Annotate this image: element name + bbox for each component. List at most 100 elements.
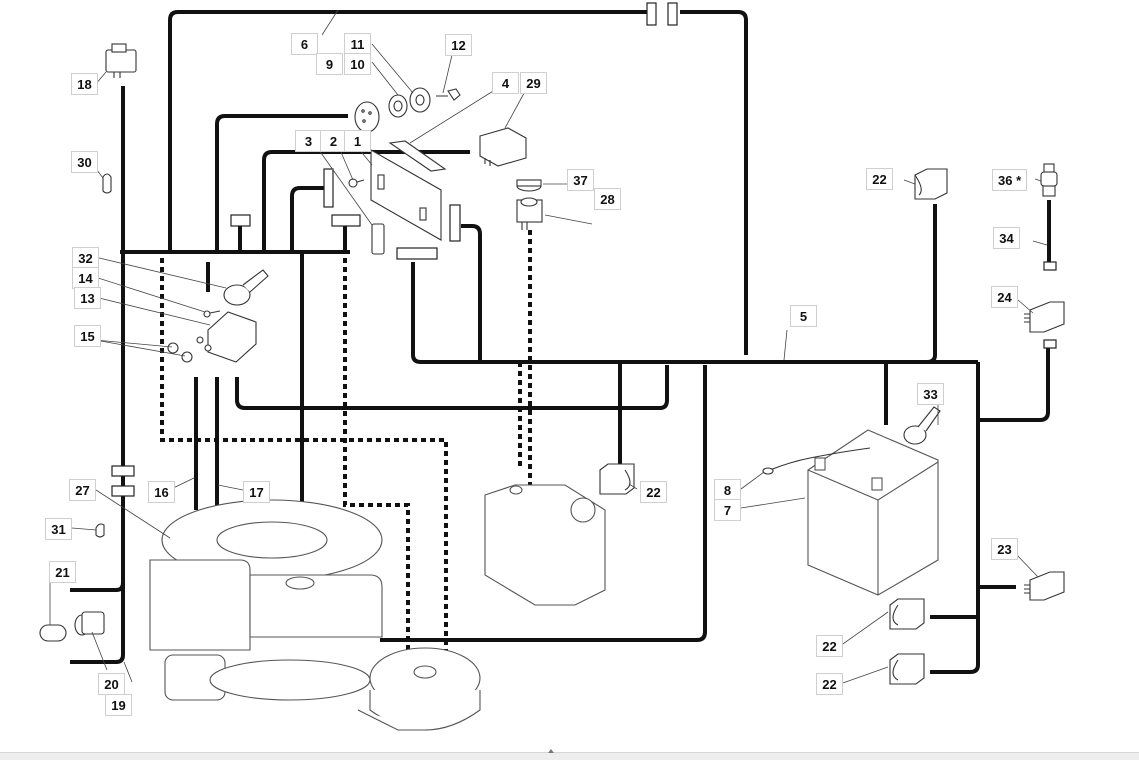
callout-9: 9 bbox=[316, 53, 343, 75]
connector-left-a bbox=[111, 465, 135, 477]
callout-31: 31 bbox=[45, 518, 72, 540]
clip-30 bbox=[102, 173, 112, 194]
wire-dash-mid bbox=[343, 258, 410, 660]
fuel-tank bbox=[484, 484, 606, 606]
callout-14: 14 bbox=[72, 267, 99, 289]
battery-7 bbox=[807, 429, 939, 596]
rocker-switch-18 bbox=[105, 43, 137, 78]
connector-24 bbox=[1043, 339, 1057, 349]
relay-23 bbox=[1024, 571, 1065, 601]
bulb-21 bbox=[39, 624, 67, 642]
wire-clutch-loop bbox=[380, 365, 707, 642]
micro-switch-22c bbox=[889, 598, 925, 630]
callout-36: 36 * bbox=[992, 169, 1028, 191]
electric-clutch bbox=[357, 647, 481, 731]
bottom-scroll-bar[interactable] bbox=[0, 749, 1139, 760]
key-12 bbox=[436, 88, 461, 101]
connector-34 bbox=[1043, 261, 1057, 271]
callout-12: 12 bbox=[445, 34, 472, 56]
caret-up-icon[interactable] bbox=[548, 749, 554, 753]
callout-5: 5 bbox=[790, 305, 817, 327]
callout-22-top: 22 bbox=[866, 168, 893, 190]
micro-switch-22a bbox=[914, 168, 948, 200]
relay-24 bbox=[1024, 301, 1065, 333]
terminal-cap-33 bbox=[903, 406, 941, 445]
terminal-cap-32 bbox=[223, 269, 269, 306]
micro-switch-22d bbox=[889, 653, 925, 685]
callout-15: 15 bbox=[74, 325, 101, 347]
clip-31 bbox=[95, 523, 105, 538]
connector-d bbox=[230, 214, 251, 227]
nut-10 bbox=[388, 94, 408, 118]
wire-board-right bbox=[461, 224, 482, 362]
connector-board bbox=[396, 247, 438, 260]
ignition-switch-9 bbox=[354, 101, 380, 133]
screw-2 bbox=[348, 178, 365, 188]
callout-18: 18 bbox=[71, 73, 98, 95]
connector-top-b bbox=[667, 2, 678, 26]
circuit-board-1 bbox=[370, 149, 442, 241]
nuts-15 bbox=[167, 342, 193, 363]
wire-left-trunk bbox=[70, 252, 125, 664]
callout-34: 34 bbox=[993, 227, 1020, 249]
battery-cable-8 bbox=[762, 447, 871, 475]
callout-6: 6 bbox=[291, 33, 318, 55]
callout-17: 17 bbox=[243, 481, 270, 503]
connector-top-a bbox=[646, 2, 657, 26]
callout-22-mid: 22 bbox=[640, 481, 667, 503]
callout-11: 11 bbox=[344, 33, 371, 55]
callout-23: 23 bbox=[991, 538, 1018, 560]
callout-33: 33 bbox=[917, 383, 944, 405]
callout-30: 30 bbox=[71, 151, 98, 173]
screw-14 bbox=[203, 310, 221, 318]
callout-19: 19 bbox=[105, 694, 132, 716]
callout-20: 20 bbox=[98, 673, 125, 695]
callout-16: 16 bbox=[148, 481, 175, 503]
connector-e bbox=[331, 214, 361, 227]
engine bbox=[149, 499, 383, 701]
callout-28: 28 bbox=[594, 188, 621, 210]
callout-21: 21 bbox=[49, 561, 76, 583]
starter-solenoid-13 bbox=[196, 311, 257, 363]
connector-left-b bbox=[111, 485, 135, 497]
wire-board-down bbox=[411, 262, 978, 364]
callout-1: 1 bbox=[344, 130, 371, 152]
callout-7: 7 bbox=[714, 499, 741, 521]
callout-13: 13 bbox=[74, 287, 101, 309]
oil-pressure-sensor-36 bbox=[1040, 163, 1058, 197]
callout-32: 32 bbox=[72, 247, 99, 269]
wire-branch-a bbox=[215, 114, 348, 252]
wire-5 bbox=[930, 362, 980, 674]
connector-board-side bbox=[449, 204, 461, 242]
lamp-socket-20 bbox=[74, 611, 105, 636]
fuse-holder-3 bbox=[371, 223, 385, 255]
button-cap-37 bbox=[516, 179, 542, 192]
callout-29: 29 bbox=[520, 72, 547, 94]
callout-10: 10 bbox=[344, 53, 371, 75]
micro-switch-22b bbox=[599, 463, 635, 495]
connector-module-29 bbox=[479, 127, 527, 167]
wire-branch-c bbox=[290, 186, 325, 252]
push-button-28 bbox=[516, 197, 543, 230]
ring-11 bbox=[409, 87, 431, 113]
callout-22-low-a: 22 bbox=[816, 635, 843, 657]
ribbon-strip-4 bbox=[388, 140, 447, 172]
callout-3: 3 bbox=[295, 130, 322, 152]
callout-22-low-b: 22 bbox=[816, 673, 843, 695]
wire-left-branch bbox=[70, 582, 125, 592]
callout-24: 24 bbox=[991, 286, 1018, 308]
wire-24 bbox=[978, 342, 1050, 422]
wire-top-loop-right bbox=[680, 10, 748, 355]
callout-37: 37 bbox=[567, 169, 594, 191]
wire-dash-left bbox=[160, 258, 448, 660]
callout-27: 27 bbox=[69, 479, 96, 501]
wire-left-inner bbox=[235, 365, 669, 410]
callout-4: 4 bbox=[492, 72, 519, 94]
callout-2: 2 bbox=[320, 130, 347, 152]
wire-branch-b bbox=[262, 150, 470, 252]
wire-22-right bbox=[926, 204, 937, 364]
connector-c bbox=[323, 168, 334, 208]
wire-top-loop bbox=[168, 10, 647, 252]
